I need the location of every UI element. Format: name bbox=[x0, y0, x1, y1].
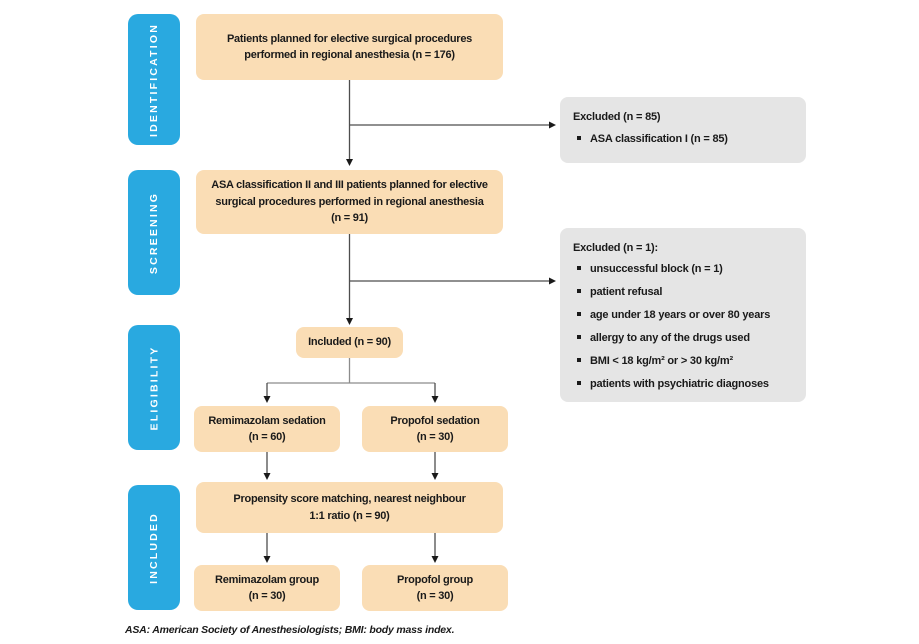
node-text-line: (n = 91) bbox=[331, 212, 368, 225]
excluded-item: age under 18 years or over 80 years bbox=[573, 304, 794, 327]
node-text-line: Propensity score matching, nearest neigh… bbox=[233, 493, 466, 505]
stage-label-eligibility: ELIGIBILITY bbox=[128, 325, 180, 450]
stage-label-text: SCREENING bbox=[148, 191, 161, 274]
excluded-item: BMI < 18 kg/m² or > 30 kg/m² bbox=[573, 350, 794, 373]
excluded-title: Excluded (n = 1): bbox=[573, 242, 658, 254]
stage-label-included: INCLUDED bbox=[128, 485, 180, 610]
stage-label-screening: SCREENING bbox=[128, 170, 180, 295]
excluded-item: patient refusal bbox=[573, 281, 794, 304]
excluded-title: Excluded (n = 85) bbox=[573, 111, 661, 123]
excluded-items: unsuccessful block (n = 1) patient refus… bbox=[573, 258, 794, 396]
stage-label-identification: IDENTIFICATION bbox=[128, 14, 180, 145]
node-propofol-group: Propofol group (n = 30) bbox=[362, 565, 508, 611]
node-text-line: Remimazolam sedation bbox=[208, 414, 326, 427]
excluded-box-screening: Excluded (n = 1): unsuccessful block (n … bbox=[560, 228, 806, 402]
node-patients-planned: Patients planned for elective surgical p… bbox=[196, 14, 503, 80]
stage-label-text: ELIGIBILITY bbox=[148, 345, 160, 430]
stage-label-text: INCLUDED bbox=[148, 511, 161, 584]
node-text-line: surgical procedures performed in regiona… bbox=[215, 195, 484, 208]
node-remimazolam-group: Remimazolam group (n = 30) bbox=[194, 565, 340, 611]
excluded-item: allergy to any of the drugs used bbox=[573, 327, 794, 350]
node-text-line: (n = 30) bbox=[248, 590, 286, 602]
node-text-line: performed in regional anesthesia (n = 17… bbox=[244, 49, 455, 61]
stage-label-text: IDENTIFICATION bbox=[148, 22, 161, 137]
excluded-box-identification: Excluded (n = 85) ASA classification I (… bbox=[560, 97, 806, 163]
excluded-item: patients with psychiatric diagnoses bbox=[573, 373, 794, 396]
node-text-line: ASA classification II and III patients p… bbox=[211, 179, 488, 192]
excluded-items: ASA classification I (n = 85) bbox=[573, 127, 794, 151]
node-text-line: Patients planned for elective surgical p… bbox=[226, 32, 473, 45]
excluded-item: ASA classification I (n = 85) bbox=[573, 127, 794, 151]
node-text-line: (n = 30) bbox=[416, 590, 454, 602]
excluded-item: unsuccessful block (n = 1) bbox=[573, 258, 794, 281]
node-text-line: 1:1 ratio (n = 90) bbox=[309, 509, 390, 522]
node-text-line: Included (n = 90) bbox=[308, 336, 391, 349]
node-text-line: (n = 60) bbox=[248, 431, 286, 443]
node-text-line: (n = 30) bbox=[416, 431, 454, 443]
node-remimazolam-sedation: Remimazolam sedation (n = 60) bbox=[194, 406, 340, 452]
abbreviations-footnote: ASA: American Society of Anesthesiologis… bbox=[125, 624, 455, 636]
node-text-line: Propofol group bbox=[397, 573, 473, 586]
node-asa-ii-iii: ASA classification II and III patients p… bbox=[196, 170, 503, 234]
node-text-line: Propofol sedation bbox=[390, 414, 480, 427]
node-text-line: Remimazolam group bbox=[215, 573, 319, 586]
node-propofol-sedation: Propofol sedation (n = 30) bbox=[362, 406, 508, 452]
node-propensity-matching: Propensity score matching, nearest neigh… bbox=[196, 482, 503, 533]
node-included-90: Included (n = 90) bbox=[296, 327, 403, 358]
